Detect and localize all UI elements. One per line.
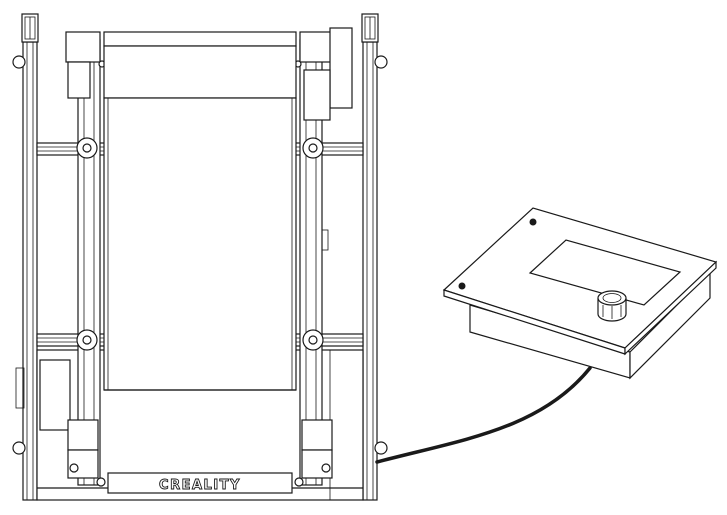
screw bbox=[529, 218, 537, 226]
left-carriage bbox=[65, 31, 106, 487]
creality-logo: CREALITY bbox=[159, 478, 241, 493]
left-upright bbox=[12, 13, 39, 501]
right-carriage bbox=[294, 27, 353, 487]
control-box bbox=[442, 207, 718, 380]
cable bbox=[375, 366, 592, 464]
screw bbox=[458, 282, 466, 290]
front-logo-plate: CREALITY bbox=[107, 472, 293, 494]
right-upright bbox=[361, 13, 388, 501]
belt-assembly bbox=[103, 31, 297, 391]
control-knob bbox=[597, 290, 627, 322]
printer-frame: CREALITY bbox=[12, 13, 388, 501]
